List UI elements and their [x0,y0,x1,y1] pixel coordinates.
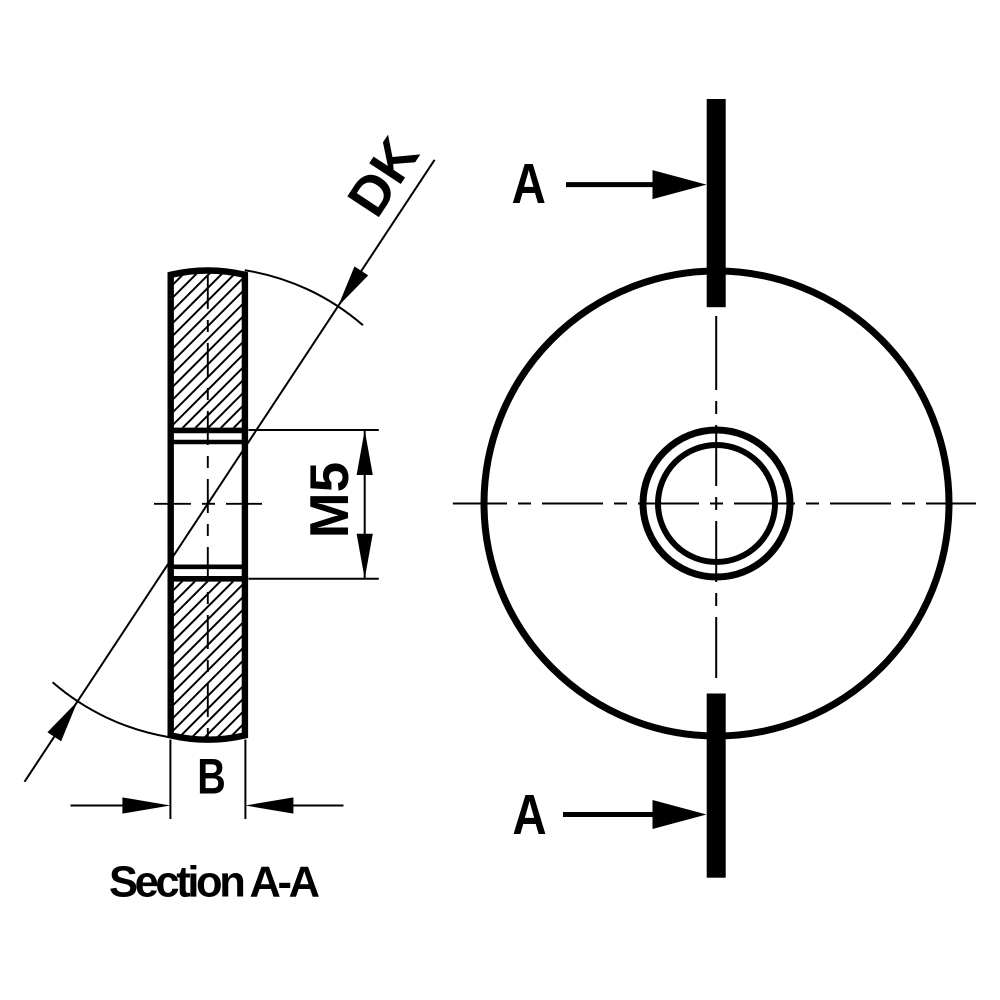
svg-text:Section A-A: Section A-A [109,858,320,906]
svg-text:A: A [512,784,546,847]
svg-text:M5: M5 [298,462,360,538]
svg-text:A: A [512,153,546,216]
svg-text:B: B [197,748,226,805]
svg-text:DK: DK [335,126,431,227]
